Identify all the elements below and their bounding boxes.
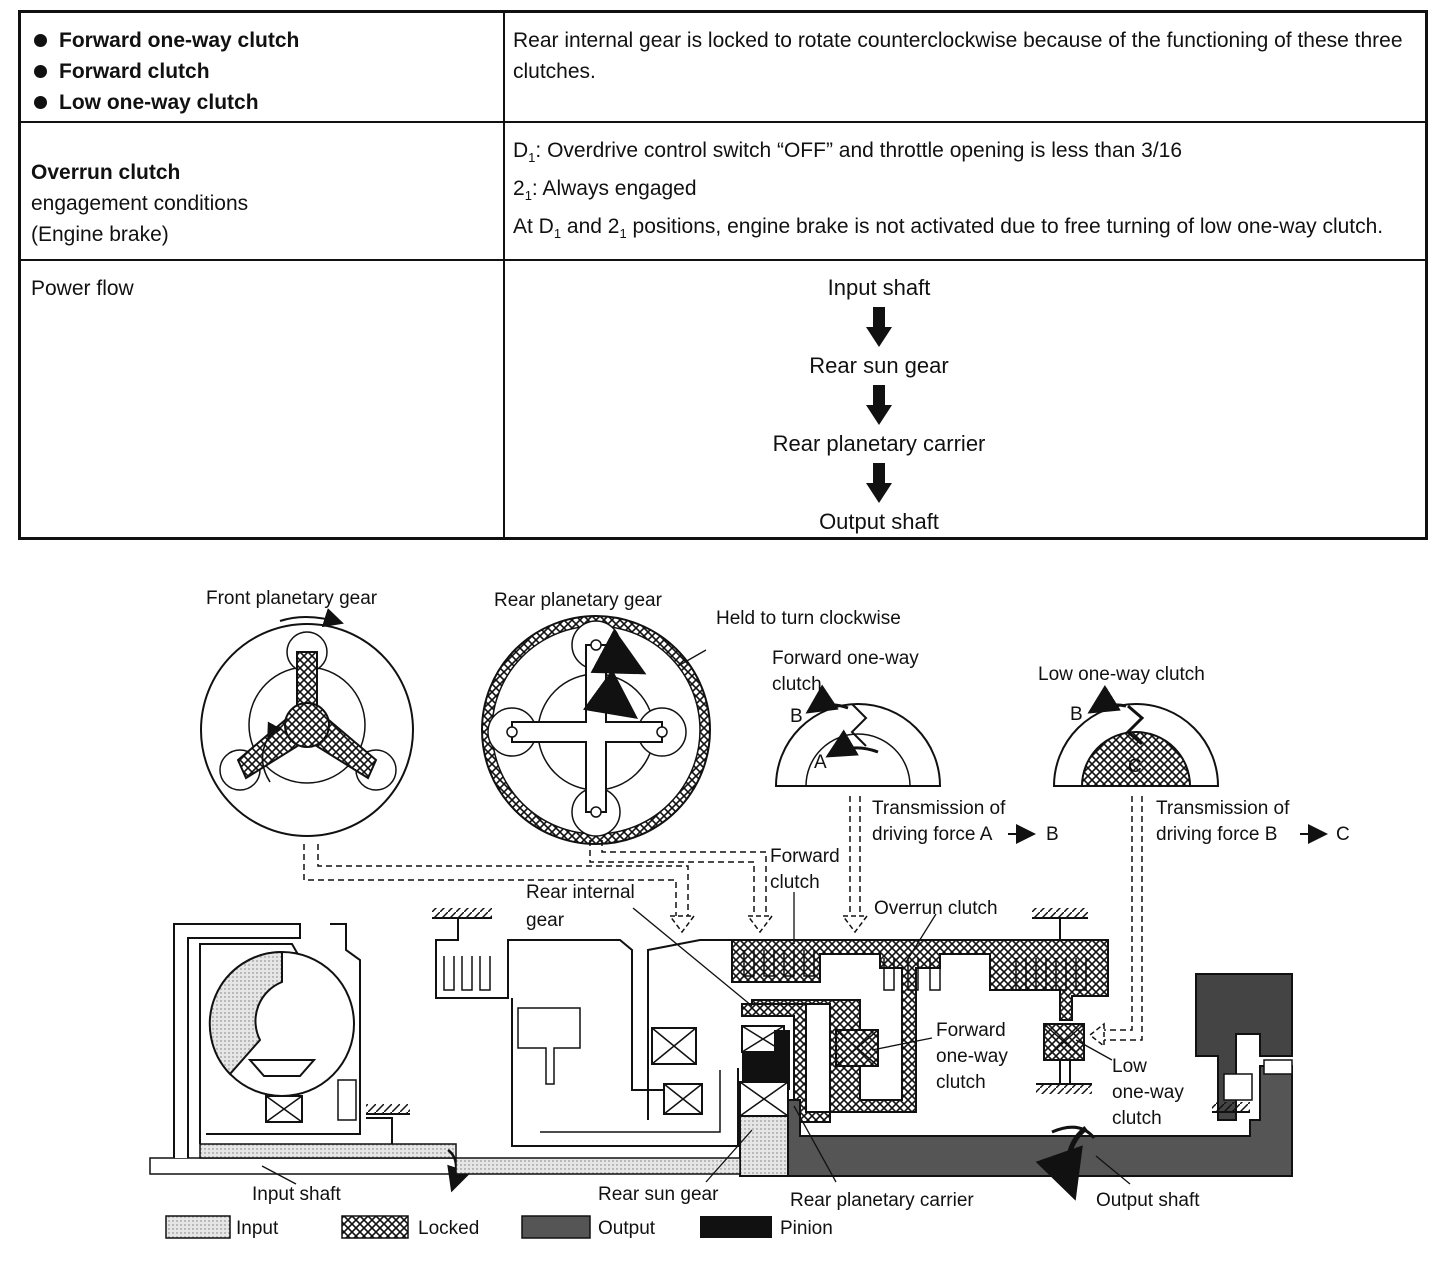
- clutch-list-cell: Forward one-way clutch Forward clutch Lo…: [18, 10, 505, 123]
- condition-21: 21: Always engaged: [513, 176, 697, 203]
- label-fwd-owc-2: clutch: [772, 674, 822, 695]
- legend-label: Locked: [418, 1218, 479, 1239]
- label-overrun-clutch: Overrun clutch: [874, 898, 998, 919]
- clutch-item: Forward clutch: [31, 56, 493, 87]
- label-low-owc2-2: one-way: [1112, 1082, 1184, 1103]
- flow-step: Rear sun gear: [809, 352, 949, 378]
- clutch-item: Forward one-way clutch: [31, 25, 493, 56]
- down-arrow-icon: [866, 306, 892, 347]
- label-a: A: [814, 752, 827, 773]
- legend-label: Pinion: [780, 1218, 833, 1239]
- clutch-item: Low one-way clutch: [31, 87, 493, 118]
- clutch-description: Rear internal gear is locked to rotate c…: [503, 10, 1428, 123]
- pinion: [742, 1030, 790, 1090]
- label-fwd-owc2-1: Forward: [936, 1020, 1006, 1041]
- overrun-sub1: engagement conditions: [31, 191, 249, 215]
- label-b: B: [790, 706, 803, 727]
- label-low-owc2-1: Low: [1112, 1056, 1147, 1077]
- label-rear-planetary-carrier: Rear planetary carrier: [790, 1190, 974, 1211]
- rear-planetary-gear: [481, 615, 711, 845]
- legend-swatch-locked: [341, 1215, 409, 1239]
- overrun-conditions: D1: Overdrive control switch “OFF” and t…: [503, 120, 1428, 261]
- low-owc-detail: [1052, 684, 1220, 787]
- label-fwd-clutch-2: clutch: [770, 872, 820, 893]
- description-text: Rear internal gear is locked to rotate c…: [513, 29, 1403, 83]
- legend-swatch-output: [521, 1215, 591, 1239]
- transmission-diagram: Front planetary gear Rear planetary gear…: [149, 588, 1350, 1239]
- label-trans-ab-end: B: [1046, 824, 1059, 845]
- leader-lines: [261, 649, 1131, 1185]
- label-held-clockwise: Held to turn clockwise: [716, 608, 901, 629]
- legend: Input Locked Output Pinion: [165, 1215, 833, 1239]
- front-planetary-gear: [200, 608, 414, 837]
- label-fwd-clutch-1: Forward: [770, 846, 840, 867]
- legend-swatch-pinion: [700, 1216, 772, 1238]
- legend-label: Output: [598, 1218, 656, 1239]
- input-shaft-assembly: [149, 923, 471, 1193]
- flow-step: Input shaft: [827, 274, 931, 300]
- condition-d1: D1: Overdrive control switch “OFF” and t…: [513, 138, 1183, 165]
- label-low-owc-title: Low one-way clutch: [1038, 664, 1205, 685]
- label-rear-sun-gear: Rear sun gear: [598, 1184, 719, 1205]
- label-front-planetary: Front planetary gear: [206, 588, 378, 609]
- diagram-labels: Front planetary gear Rear planetary gear…: [206, 588, 1350, 1211]
- label-fwd-owc2-3: clutch: [936, 1072, 986, 1093]
- flow-step: Rear planetary carrier: [772, 430, 986, 456]
- overrun-sub2: (Engine brake): [31, 222, 169, 246]
- dashed-connectors: [303, 796, 1143, 1041]
- legend-label: Input: [236, 1218, 279, 1239]
- label-trans-bc-2: driving force B: [1156, 824, 1277, 845]
- label-trans-bc-end: C: [1336, 824, 1350, 845]
- down-arrow-icon: [866, 384, 892, 425]
- overrun-title: Overrun clutch: [31, 160, 181, 184]
- label-output-shaft: Output shaft: [1096, 1190, 1200, 1211]
- power-flow-cell: Input shaft Rear sun gear Rear planetary…: [503, 258, 1428, 539]
- rear-sun-gear-member: [455, 1081, 789, 1177]
- output-shaft-assembly: [787, 973, 1293, 1201]
- label-rear-internal-2: gear: [526, 910, 565, 931]
- label-b: B: [1070, 704, 1083, 725]
- label-low-owc2-3: clutch: [1112, 1108, 1162, 1129]
- label-trans-bc-1: Transmission of: [1156, 798, 1290, 819]
- label-trans-ab-2: driving force A: [872, 824, 993, 845]
- power-flow-label-cell: Power flow: [18, 258, 505, 539]
- overrun-cell: Overrun clutch engagement conditions (En…: [18, 120, 505, 261]
- label-rear-planetary: Rear planetary gear: [494, 590, 663, 611]
- forward-owc-detail: [774, 684, 942, 787]
- label-input-shaft: Input shaft: [252, 1184, 341, 1205]
- info-table: Forward one-way clutch Forward clutch Lo…: [18, 10, 1428, 540]
- down-arrow-icon: [866, 462, 892, 503]
- label-rear-internal-1: Rear internal: [526, 882, 635, 903]
- label-c: C: [1128, 756, 1142, 777]
- label-fwd-owc2-2: one-way: [936, 1046, 1008, 1067]
- label-fwd-owc-1: Forward one-way: [772, 648, 919, 669]
- power-flow-label: Power flow: [31, 276, 134, 300]
- middle-drum-assembly: [432, 908, 740, 1147]
- legend-swatch-input: [165, 1215, 231, 1239]
- power-flow: Input shaft Rear sun gear Rear planetary…: [513, 273, 1415, 537]
- flow-step: Output shaft: [819, 508, 939, 534]
- dashed-arrowheads: [668, 915, 1105, 1048]
- label-trans-ab-1: Transmission of: [872, 798, 1006, 819]
- condition-note: At D1 and 21 positions, engine brake is …: [513, 214, 1384, 242]
- clutch-list: Forward one-way clutch Forward clutch Lo…: [31, 25, 493, 118]
